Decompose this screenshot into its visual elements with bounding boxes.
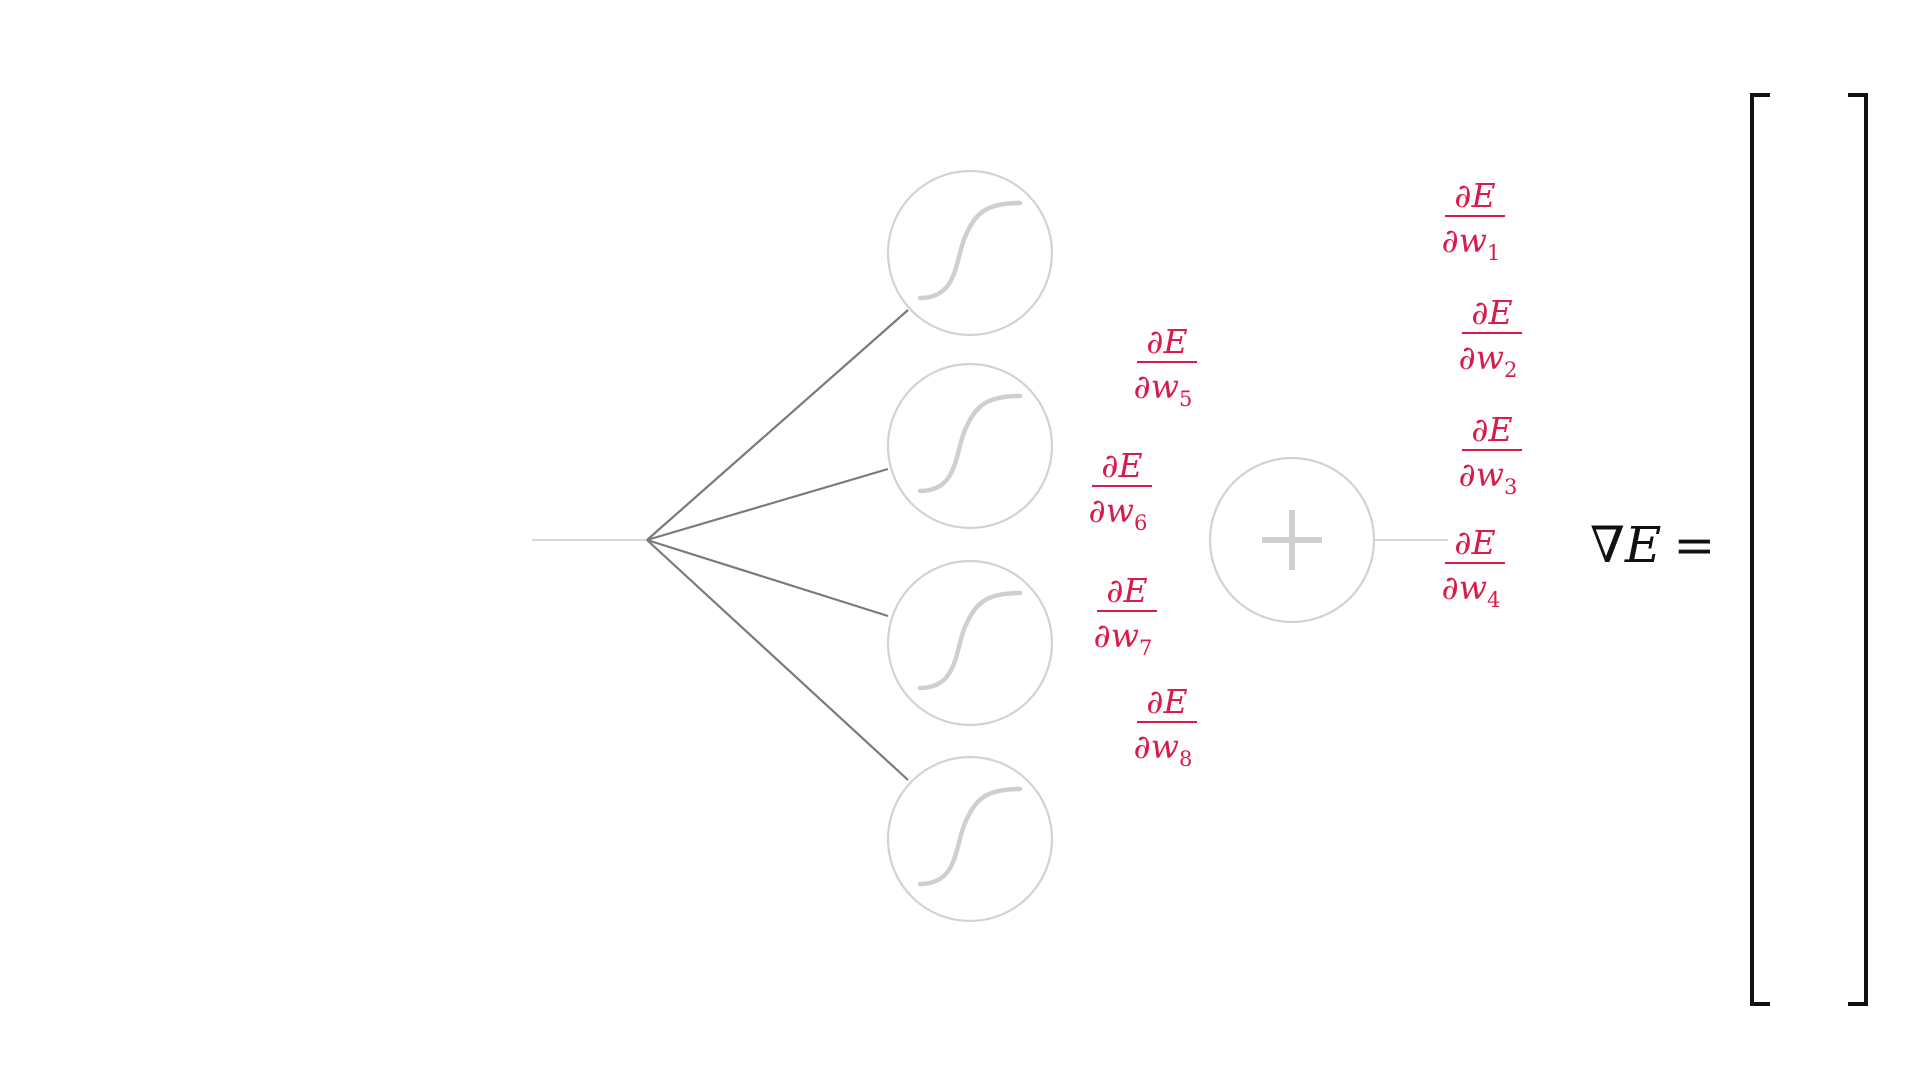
- equals-sign: =: [1673, 516, 1715, 574]
- partial-dE-dw5: ∂E ∂w5: [1134, 322, 1197, 411]
- sigmoid-icon: [917, 393, 1023, 494]
- fraction-denominator: ∂w7: [1094, 616, 1153, 660]
- partial-dE-dw4: ∂E ∂w4: [1442, 523, 1505, 612]
- denominator-text: ∂w: [1442, 568, 1487, 607]
- sigmoid-icon: [917, 786, 1023, 887]
- sigmoid-icon: [917, 590, 1023, 691]
- sigmoid-icon: [917, 200, 1023, 301]
- partial-dE-dw1: ∂E ∂w1: [1442, 176, 1505, 265]
- fraction-denominator: ∂w5: [1134, 367, 1193, 411]
- weight-subscript: 5: [1179, 387, 1192, 411]
- weight-subscript: 3: [1504, 475, 1517, 499]
- denominator-text: ∂w: [1459, 338, 1504, 377]
- partial-dE-dw6: ∂E ∂w6: [1089, 446, 1152, 535]
- hidden-node-3: [886, 559, 1054, 727]
- svg-text:∇E=: ∇E=: [1590, 516, 1715, 574]
- error-symbol: E: [1624, 516, 1662, 574]
- partial-dE-dw3: ∂E ∂w3: [1459, 410, 1522, 499]
- gradient-expression: ∇E=: [1590, 93, 1868, 1006]
- fraction-denominator: ∂w6: [1089, 491, 1148, 535]
- fraction-numerator: ∂E: [1106, 571, 1147, 610]
- denominator-text: ∂w: [1134, 727, 1179, 766]
- weight-subscript: 2: [1504, 358, 1517, 382]
- fraction-denominator: ∂w1: [1442, 221, 1501, 265]
- hidden-node-1: [886, 169, 1054, 337]
- output-node: [1208, 456, 1376, 624]
- fraction-denominator: ∂w8: [1134, 727, 1193, 771]
- fraction-numerator: ∂E: [1146, 682, 1187, 721]
- right-bracket: [1848, 93, 1868, 1006]
- partial-derivative-labels: ∂E∂w1∂E∂w2∂E∂w3∂E∂w4∂E∂w5∂E∂w6∂E∂w7∂E∂w8: [1089, 176, 1522, 771]
- fraction-numerator: ∂E: [1471, 410, 1512, 449]
- partial-dE-dw8: ∂E ∂w8: [1134, 682, 1197, 771]
- partial-dE-dw7: ∂E ∂w7: [1094, 571, 1157, 660]
- node-circle: [886, 362, 1054, 530]
- edge-input-hidden-2: [646, 467, 889, 542]
- denominator-text: ∂w: [1134, 367, 1179, 406]
- edges: [532, 309, 1448, 781]
- fraction-numerator: ∂E: [1454, 523, 1495, 562]
- denominator-text: ∂w: [1089, 491, 1134, 530]
- hidden-node-2: [886, 362, 1054, 530]
- fraction-denominator: ∂w4: [1442, 568, 1501, 612]
- fraction-numerator: ∂E: [1471, 293, 1512, 332]
- weight-subscript: 6: [1134, 511, 1147, 535]
- denominator-text: ∂w: [1094, 616, 1139, 655]
- edge-input-hidden-4: [646, 539, 909, 781]
- nabla-symbol: ∇: [1590, 516, 1625, 574]
- partial-dE-dw2: ∂E ∂w2: [1459, 293, 1522, 382]
- weight-subscript: 1: [1487, 241, 1500, 265]
- edge-input-hidden-3: [646, 538, 889, 618]
- hidden-node-4: [886, 755, 1054, 923]
- fraction-numerator: ∂E: [1146, 322, 1187, 361]
- left-bracket: [1750, 93, 1770, 1006]
- edge-input-hidden-1: [646, 309, 909, 541]
- fraction-numerator: ∂E: [1101, 446, 1142, 485]
- node-circle: [886, 169, 1054, 337]
- node-circle: [886, 559, 1054, 727]
- fraction-denominator: ∂w2: [1459, 338, 1518, 382]
- weight-subscript: 7: [1139, 636, 1152, 660]
- plus-icon: [1262, 510, 1322, 570]
- fraction-numerator: ∂E: [1454, 176, 1495, 215]
- weight-subscript: 8: [1179, 747, 1192, 771]
- denominator-text: ∂w: [1442, 221, 1487, 260]
- weight-subscript: 4: [1487, 588, 1500, 612]
- hidden-layer: [886, 169, 1054, 923]
- node-circle: [886, 755, 1054, 923]
- fraction-denominator: ∂w3: [1459, 455, 1518, 499]
- denominator-text: ∂w: [1459, 455, 1504, 494]
